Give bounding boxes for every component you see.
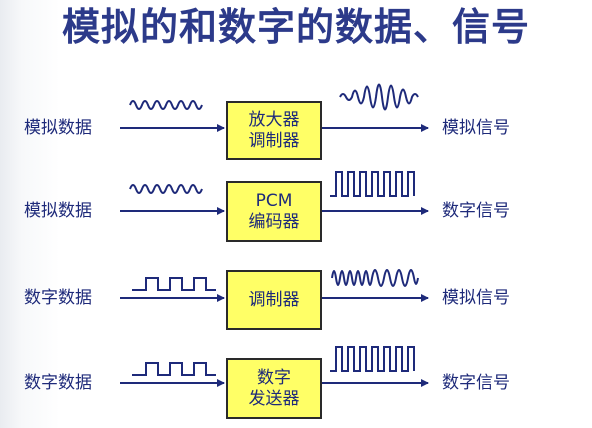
analog-input-waveform-row2	[129, 184, 203, 194]
pcm-encoder-box: PCM 编码器	[226, 181, 322, 242]
box-label-row4-line1: 数字	[257, 367, 291, 388]
box-label-row1-line2: 调制器	[248, 130, 300, 151]
box-label-row1-line1: 放大器	[248, 109, 300, 130]
digital-output-waveform-row4	[330, 346, 415, 372]
modulated-output-waveform-row3	[331, 269, 419, 287]
input-label-row3: 数字数据	[24, 288, 92, 308]
box-label-row2-line1: PCM	[255, 190, 293, 211]
output-label-row2: 数字信号	[442, 201, 510, 221]
input-label-row1: 模拟数据	[24, 118, 92, 138]
page-title: 模拟的和数字的数据、信号	[61, 5, 530, 49]
modulated-output-waveform-row1	[339, 83, 419, 111]
input-label-row4: 数字数据	[24, 373, 92, 393]
digital-transmitter-box: 数字 发送器	[226, 358, 322, 419]
modulator-box: 调制器	[226, 270, 322, 330]
amplifier-modulator-box: 放大器 调制器	[226, 101, 322, 160]
box-label-row3: 调制器	[248, 289, 300, 310]
digital-input-waveform-row4	[132, 362, 216, 376]
box-label-row2-line2: 编码器	[248, 211, 300, 232]
box-label-row4-line2: 发送器	[248, 388, 300, 409]
output-label-row1: 模拟信号	[442, 118, 510, 138]
output-label-row4: 数字信号	[442, 373, 510, 393]
analog-input-waveform-row1	[129, 100, 203, 110]
digital-input-waveform-row3	[132, 277, 216, 291]
output-label-row3: 模拟信号	[442, 288, 510, 308]
digital-output-waveform-row2	[330, 171, 415, 197]
input-label-row2: 模拟数据	[24, 201, 92, 221]
